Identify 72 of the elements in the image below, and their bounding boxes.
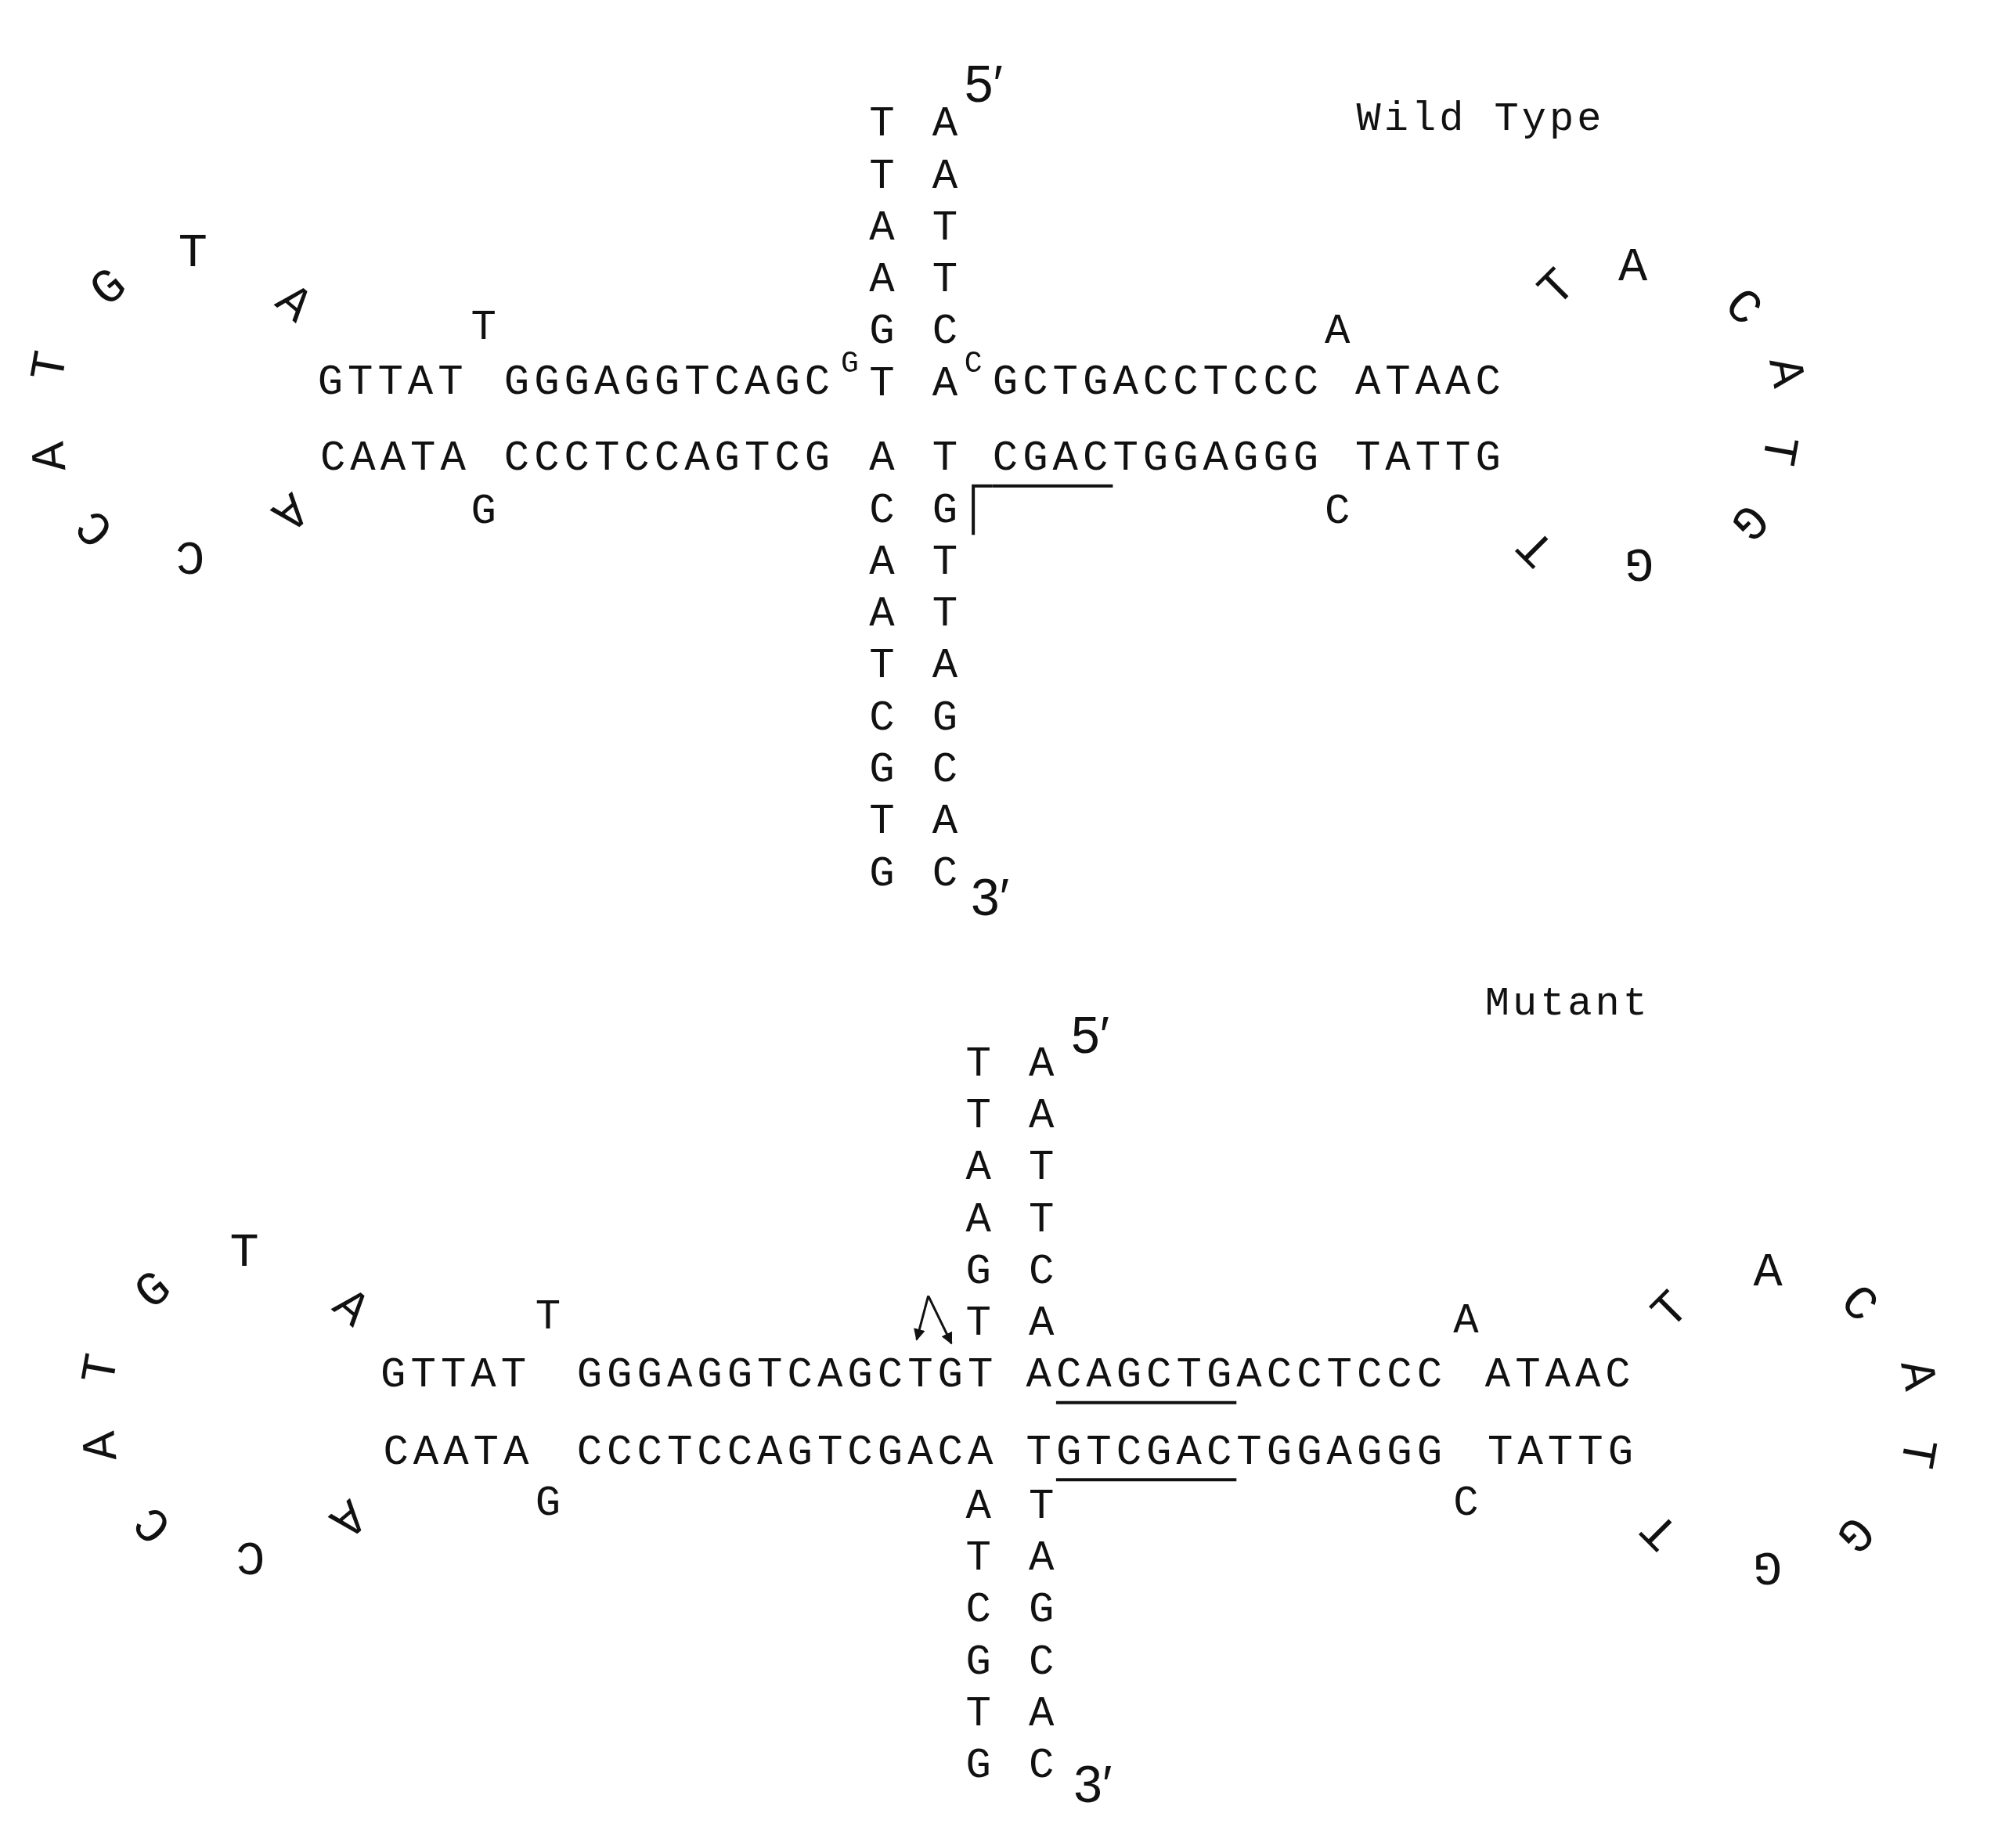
bulge-base: C: [1325, 486, 1355, 537]
loop-base: T: [1530, 261, 1587, 318]
loop-base: C: [1830, 1277, 1886, 1333]
bulge-base: A: [1325, 306, 1355, 357]
bulge-base: C: [1453, 1479, 1484, 1530]
strand-end-label: 5′: [964, 56, 1003, 111]
sequence-text: ACAGCTGACCTCCC: [1026, 1350, 1448, 1401]
panel-title: Wild Type: [1356, 96, 1605, 143]
bulge-base: T: [471, 302, 501, 353]
bulge-base: G: [471, 486, 501, 537]
bulge-base: C: [964, 346, 983, 381]
sequence-text: GGGAGGTCAGCTGT: [576, 1350, 998, 1401]
sequence-text: TATTG: [1354, 434, 1506, 485]
loop-base: A: [261, 481, 317, 539]
sequence-text: TATTG: [1488, 1427, 1639, 1478]
strand-end-label: 3′: [970, 870, 1010, 925]
panel-title: Mutant: [1484, 980, 1650, 1028]
loop-base: A: [265, 276, 321, 333]
bulge-base: G: [535, 1479, 566, 1530]
sequence-text: CAATA: [383, 1427, 534, 1478]
sequence-text: GCTGACCTCCC: [992, 358, 1324, 409]
sequence-column: ACAATCGTG: [868, 433, 896, 900]
loop-base: G: [81, 261, 137, 318]
loop-base: A: [319, 1488, 375, 1546]
loop-base: T: [75, 1350, 131, 1388]
sequence-text: CCCTCCAGTCG: [503, 434, 835, 485]
loop-base: T: [1509, 518, 1566, 575]
sequence-text: GGGAGGTCAGC: [503, 358, 835, 409]
loop-base: A: [1753, 1247, 1783, 1298]
sequence-column: ATCGTG: [965, 1480, 992, 1793]
sequence-text: CAATA: [319, 434, 471, 485]
sequence-column: TTAAGT: [965, 1038, 992, 1350]
loop-base: T: [229, 1228, 259, 1279]
sequence-text: CGACTGGAGGG: [992, 434, 1324, 485]
sequence-column: AATTCA: [1028, 1038, 1055, 1350]
bulge-base: G: [841, 346, 859, 381]
loop-base: G: [127, 1263, 182, 1321]
loop-base: C: [126, 1495, 182, 1552]
loop-base: T: [23, 348, 79, 385]
loop-base: A: [25, 439, 78, 474]
loop-base: A: [322, 1280, 377, 1338]
sequence-text: GTTAT: [380, 1350, 532, 1401]
sequence-text: ATAAC: [1484, 1350, 1636, 1401]
loop-base: A: [76, 1429, 129, 1463]
loop-base: G: [1826, 1504, 1882, 1561]
loop-base: T: [178, 228, 207, 279]
loop-base: T: [1643, 1283, 1700, 1339]
loop-base: C: [1714, 280, 1770, 337]
bulge-base: A: [1453, 1296, 1484, 1347]
sequence-column: TTAAGT: [868, 99, 896, 411]
loop-base: G: [1753, 1541, 1783, 1591]
loop-base: C: [68, 499, 124, 556]
sequence-text: TGTCGACTGGAGGG: [1026, 1427, 1448, 1478]
sequence-column: TAGCAC: [1028, 1480, 1055, 1793]
loop-base: A: [1757, 354, 1812, 392]
sequence-text: GTTAT: [317, 358, 468, 409]
loop-base: A: [1888, 1357, 1943, 1395]
loop-base: G: [1720, 492, 1777, 549]
sequence-column: TGTTAGCAC: [932, 433, 959, 900]
loop-base: T: [1888, 1433, 1943, 1472]
loop-base: G: [1625, 536, 1654, 587]
sequence-column: AATTCA: [932, 99, 959, 411]
loop-base: C: [236, 1530, 265, 1581]
loop-base: T: [1749, 431, 1805, 469]
bulge-base: T: [535, 1292, 566, 1343]
loop-base: C: [175, 530, 205, 581]
strand-end-label: 5′: [1071, 1008, 1110, 1062]
loop-base: A: [1618, 242, 1648, 293]
sequence-text: CCCTCCAGTCGACA: [576, 1427, 998, 1478]
sequence-text: ATAAC: [1354, 358, 1506, 409]
loop-base: T: [1632, 1501, 1690, 1558]
strand-end-label: 3′: [1073, 1757, 1113, 1812]
